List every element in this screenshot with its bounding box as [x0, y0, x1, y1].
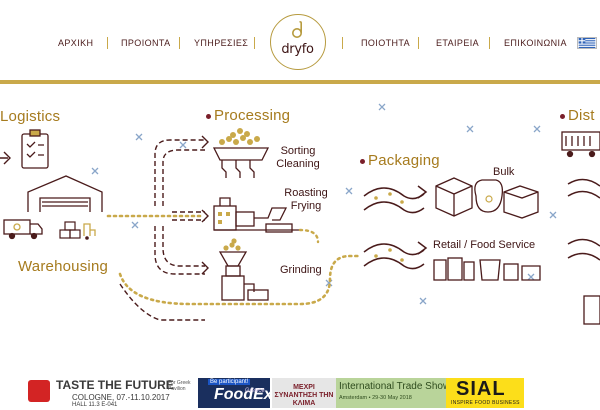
- nav-contact-link[interactable]: ΕΠΙΚΟΙΝΩΝΙΑ: [504, 38, 567, 48]
- section-title-packaging: Packaging: [360, 152, 440, 169]
- distribution-store-icon: [583, 295, 600, 325]
- banner-hall: HALL 11.3 E-041: [72, 402, 118, 408]
- logo-d-mark-icon: [292, 21, 302, 38]
- packaging-nut-dots: [374, 192, 404, 262]
- roasting-machine-icon: [213, 197, 300, 233]
- header-divider: [0, 80, 600, 84]
- boxes-icon: [59, 221, 81, 239]
- banner-title: TASTE THE FUTURE: [56, 378, 174, 392]
- packaging-flow-arrow: [363, 185, 428, 270]
- grinder-icon: [218, 251, 269, 301]
- distribution-truck-icon: [561, 131, 600, 158]
- bulk-packaging-icon: [435, 177, 539, 219]
- banner-tag: Be participant!: [208, 379, 251, 385]
- section-title-warehousing: Warehousing: [18, 258, 109, 275]
- banner-tagline: INSPIRE FOOD BUSINESS: [451, 400, 520, 406]
- dotted-flow-line: [298, 228, 320, 244]
- dryfo-logo[interactable]: dryfo: [270, 14, 326, 70]
- section-title-processing: Processing: [206, 107, 290, 124]
- banner-subtitle: Amsterdam • 29-30 May 2018: [339, 395, 412, 401]
- bullet-dot-icon: [560, 113, 565, 119]
- process-flow-illustration: [0, 103, 600, 325]
- logo-wordmark: dryfo: [281, 42, 314, 57]
- banner-country: Greece: [245, 388, 265, 394]
- sorting-machine-icon: [212, 147, 270, 178]
- nut-pile-icon: [223, 238, 241, 251]
- processing-split-arrows: [119, 139, 205, 321]
- nav-services-link[interactable]: ΥΠΗΡΕΣΙΕΣ: [194, 38, 249, 48]
- nav-separator: [179, 37, 180, 49]
- section-title-distribution: Dist: [560, 107, 595, 124]
- nav-separator: [342, 37, 343, 49]
- arrowheads: [201, 135, 209, 275]
- bullet-dot-icon: [206, 113, 211, 119]
- banner-note: For Greek Pavilion: [168, 380, 191, 392]
- nav-quality-link[interactable]: ΠΟΙΟΤΗΤΑ: [361, 38, 411, 48]
- bullet-dot-icon: [360, 158, 365, 164]
- nav-products-link[interactable]: ΠΡΟΙΟΝΤΑ: [121, 38, 171, 48]
- section-title-logistics: Logistics: [0, 108, 61, 125]
- clipboard-icon: [21, 129, 49, 169]
- trade-show-banner[interactable]: International Trade Show Amsterdam • 29-…: [336, 378, 446, 408]
- nav-separator: [254, 37, 255, 49]
- label-retail-food-service: Retail / Food Service: [433, 239, 536, 251]
- forklift-icon: [83, 223, 96, 240]
- nav-separator: [489, 37, 490, 49]
- process-diagram: Logistics Warehousing Processing Packagi…: [0, 84, 600, 370]
- nav-separator: [418, 37, 419, 49]
- top-navigation: ΑΡΧΙΚΗ ΠΡΟΙΟΝΤΑ ΥΠΗΡΕΣΙΕΣ dryfo ΠΟΙΟΤΗΤΑ…: [0, 0, 600, 80]
- label-bulk: Bulk: [493, 166, 515, 178]
- distribution-flow-arrow: [567, 178, 600, 261]
- banner-title: FoodExpo: [214, 386, 270, 403]
- roasting-detail-icon: [218, 212, 230, 224]
- warehouse-icon: [27, 175, 103, 212]
- left-arrow-icon: [0, 151, 11, 165]
- retail-packaging-icon: [433, 257, 541, 281]
- taste-the-future-banner[interactable]: TASTE THE FUTURE COLOGNE, 07.-11.10.2017…: [28, 378, 196, 408]
- nav-company-link[interactable]: ΕΤΑΙΡΕΙΑ: [436, 38, 480, 48]
- banner-date: COLOGNE, 07.-11.10.2017: [72, 393, 170, 402]
- sial-banner[interactable]: SIAL INSPIRE FOOD BUSINESS: [446, 378, 524, 408]
- food-expo-banner[interactable]: Be participant! FoodExpo Greece: [198, 378, 270, 408]
- banner-title: ΜΕΧΡΙ ΣΥΝΑΝΤΗΣΗ ΤΗΝ ΚΛΙΜΑ: [274, 384, 334, 407]
- nav-home-link[interactable]: ΑΡΧΙΚΗ: [58, 38, 94, 48]
- greek-flag-icon[interactable]: [577, 37, 597, 49]
- truck-icon: [3, 219, 43, 240]
- anuga-logo-icon: [28, 380, 50, 402]
- banner-title: SIAL: [456, 378, 506, 400]
- label-grinding: Grinding: [280, 264, 322, 276]
- banner-title: International Trade Show: [339, 381, 446, 392]
- nav-separator: [107, 37, 108, 49]
- decorative-cross-icons: [91, 103, 557, 305]
- dotted-flow-line: [106, 214, 362, 306]
- sack-label-icon: [485, 195, 493, 203]
- mexpo-banner[interactable]: ΜΕΧΡΙ ΣΥΝΑΝΤΗΣΗ ΤΗΝ ΚΛΙΜΑ: [272, 378, 336, 408]
- nut-pile-icon: [219, 128, 260, 145]
